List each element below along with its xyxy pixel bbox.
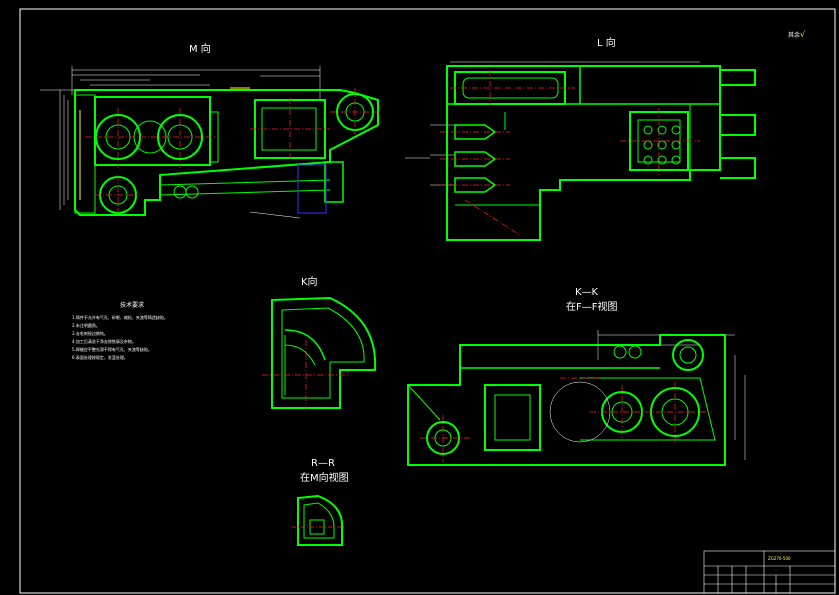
- technical-requirements: 技术要求 1.铸件不允许有气孔、砂眼、缩松、夹渣等铸造缺陷。 2.未注明圆角。 …: [72, 302, 192, 362]
- tech-req-item: 6.表面处理按规定，发蓝处理。: [72, 355, 128, 360]
- roughness-mark: 其余√: [788, 30, 806, 39]
- tech-req-item: 3.去毛刺锐边倒钝。: [72, 331, 108, 336]
- tech-req-item: 5.焊缝应平整光滑不得有气孔、夹渣等缺陷。: [72, 347, 152, 352]
- kk-section-sublabel: 在F—F视图: [566, 302, 618, 313]
- l-view-drawing: [405, 61, 756, 241]
- tech-req-item: 2.未注明圆角。: [72, 323, 100, 328]
- tech-req-item: 4.加工后清洗干净去除铁屑及杂物。: [72, 339, 136, 344]
- kk-section-drawing: [407, 330, 746, 466]
- tech-req-title: 技术要求: [119, 302, 144, 309]
- rr-section-label: R—R: [311, 458, 335, 469]
- tech-req-item: 1.铸件不允许有气孔、砂眼、缩松、夹渣等铸造缺陷。: [72, 315, 168, 320]
- sheet-border: [19, 8, 836, 594]
- kk-section-label: K—K: [575, 287, 599, 298]
- rr-section-drawing: [292, 494, 345, 546]
- title-block: [703, 550, 836, 594]
- drawing-number: ZG270-500: [768, 556, 791, 561]
- m-view-drawing: [40, 66, 380, 219]
- k-view-label: K向: [301, 277, 318, 288]
- k-view-drawing: [262, 296, 377, 410]
- m-view-label: M 向: [189, 44, 211, 55]
- l-view-label: L 向: [597, 38, 616, 49]
- rr-section-sublabel: 在M向视图: [300, 473, 349, 484]
